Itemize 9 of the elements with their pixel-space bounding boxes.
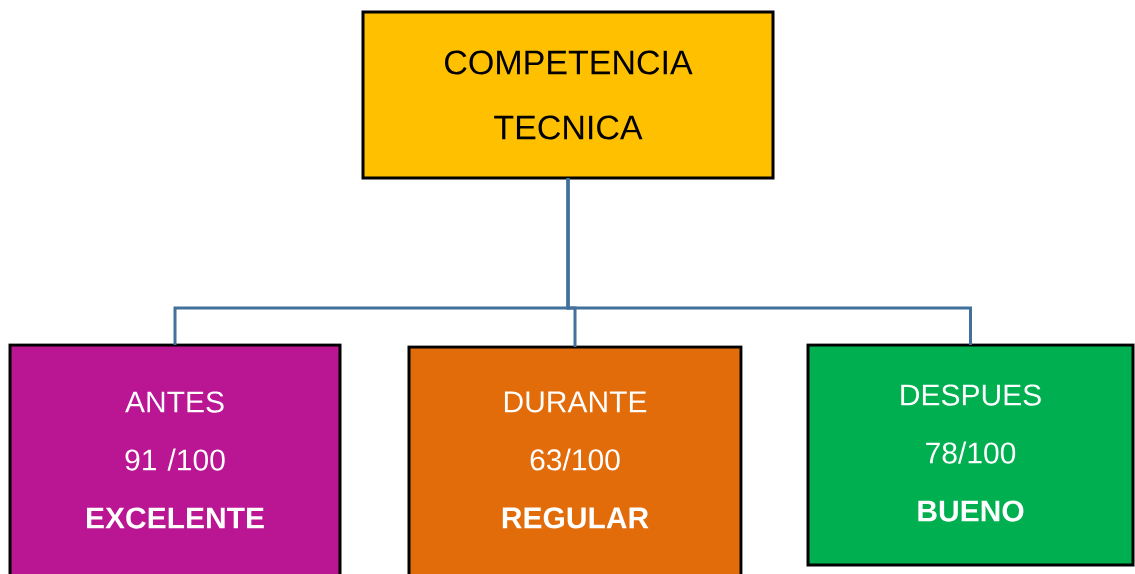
box	[8, 343, 342, 574]
box-text: DURANTE 63/100 REGULAR	[502, 391, 649, 529]
box-text: ANTES 91 /100 EXCELENTE	[87, 391, 264, 529]
box-text: DESPUES 78/100 BUENO	[901, 384, 1041, 522]
box	[806, 343, 1135, 567]
connector-line	[566, 178, 972, 345]
box	[407, 345, 743, 574]
box-text: COMPETENCIA TECNICA	[445, 50, 693, 140]
box	[361, 10, 775, 180]
